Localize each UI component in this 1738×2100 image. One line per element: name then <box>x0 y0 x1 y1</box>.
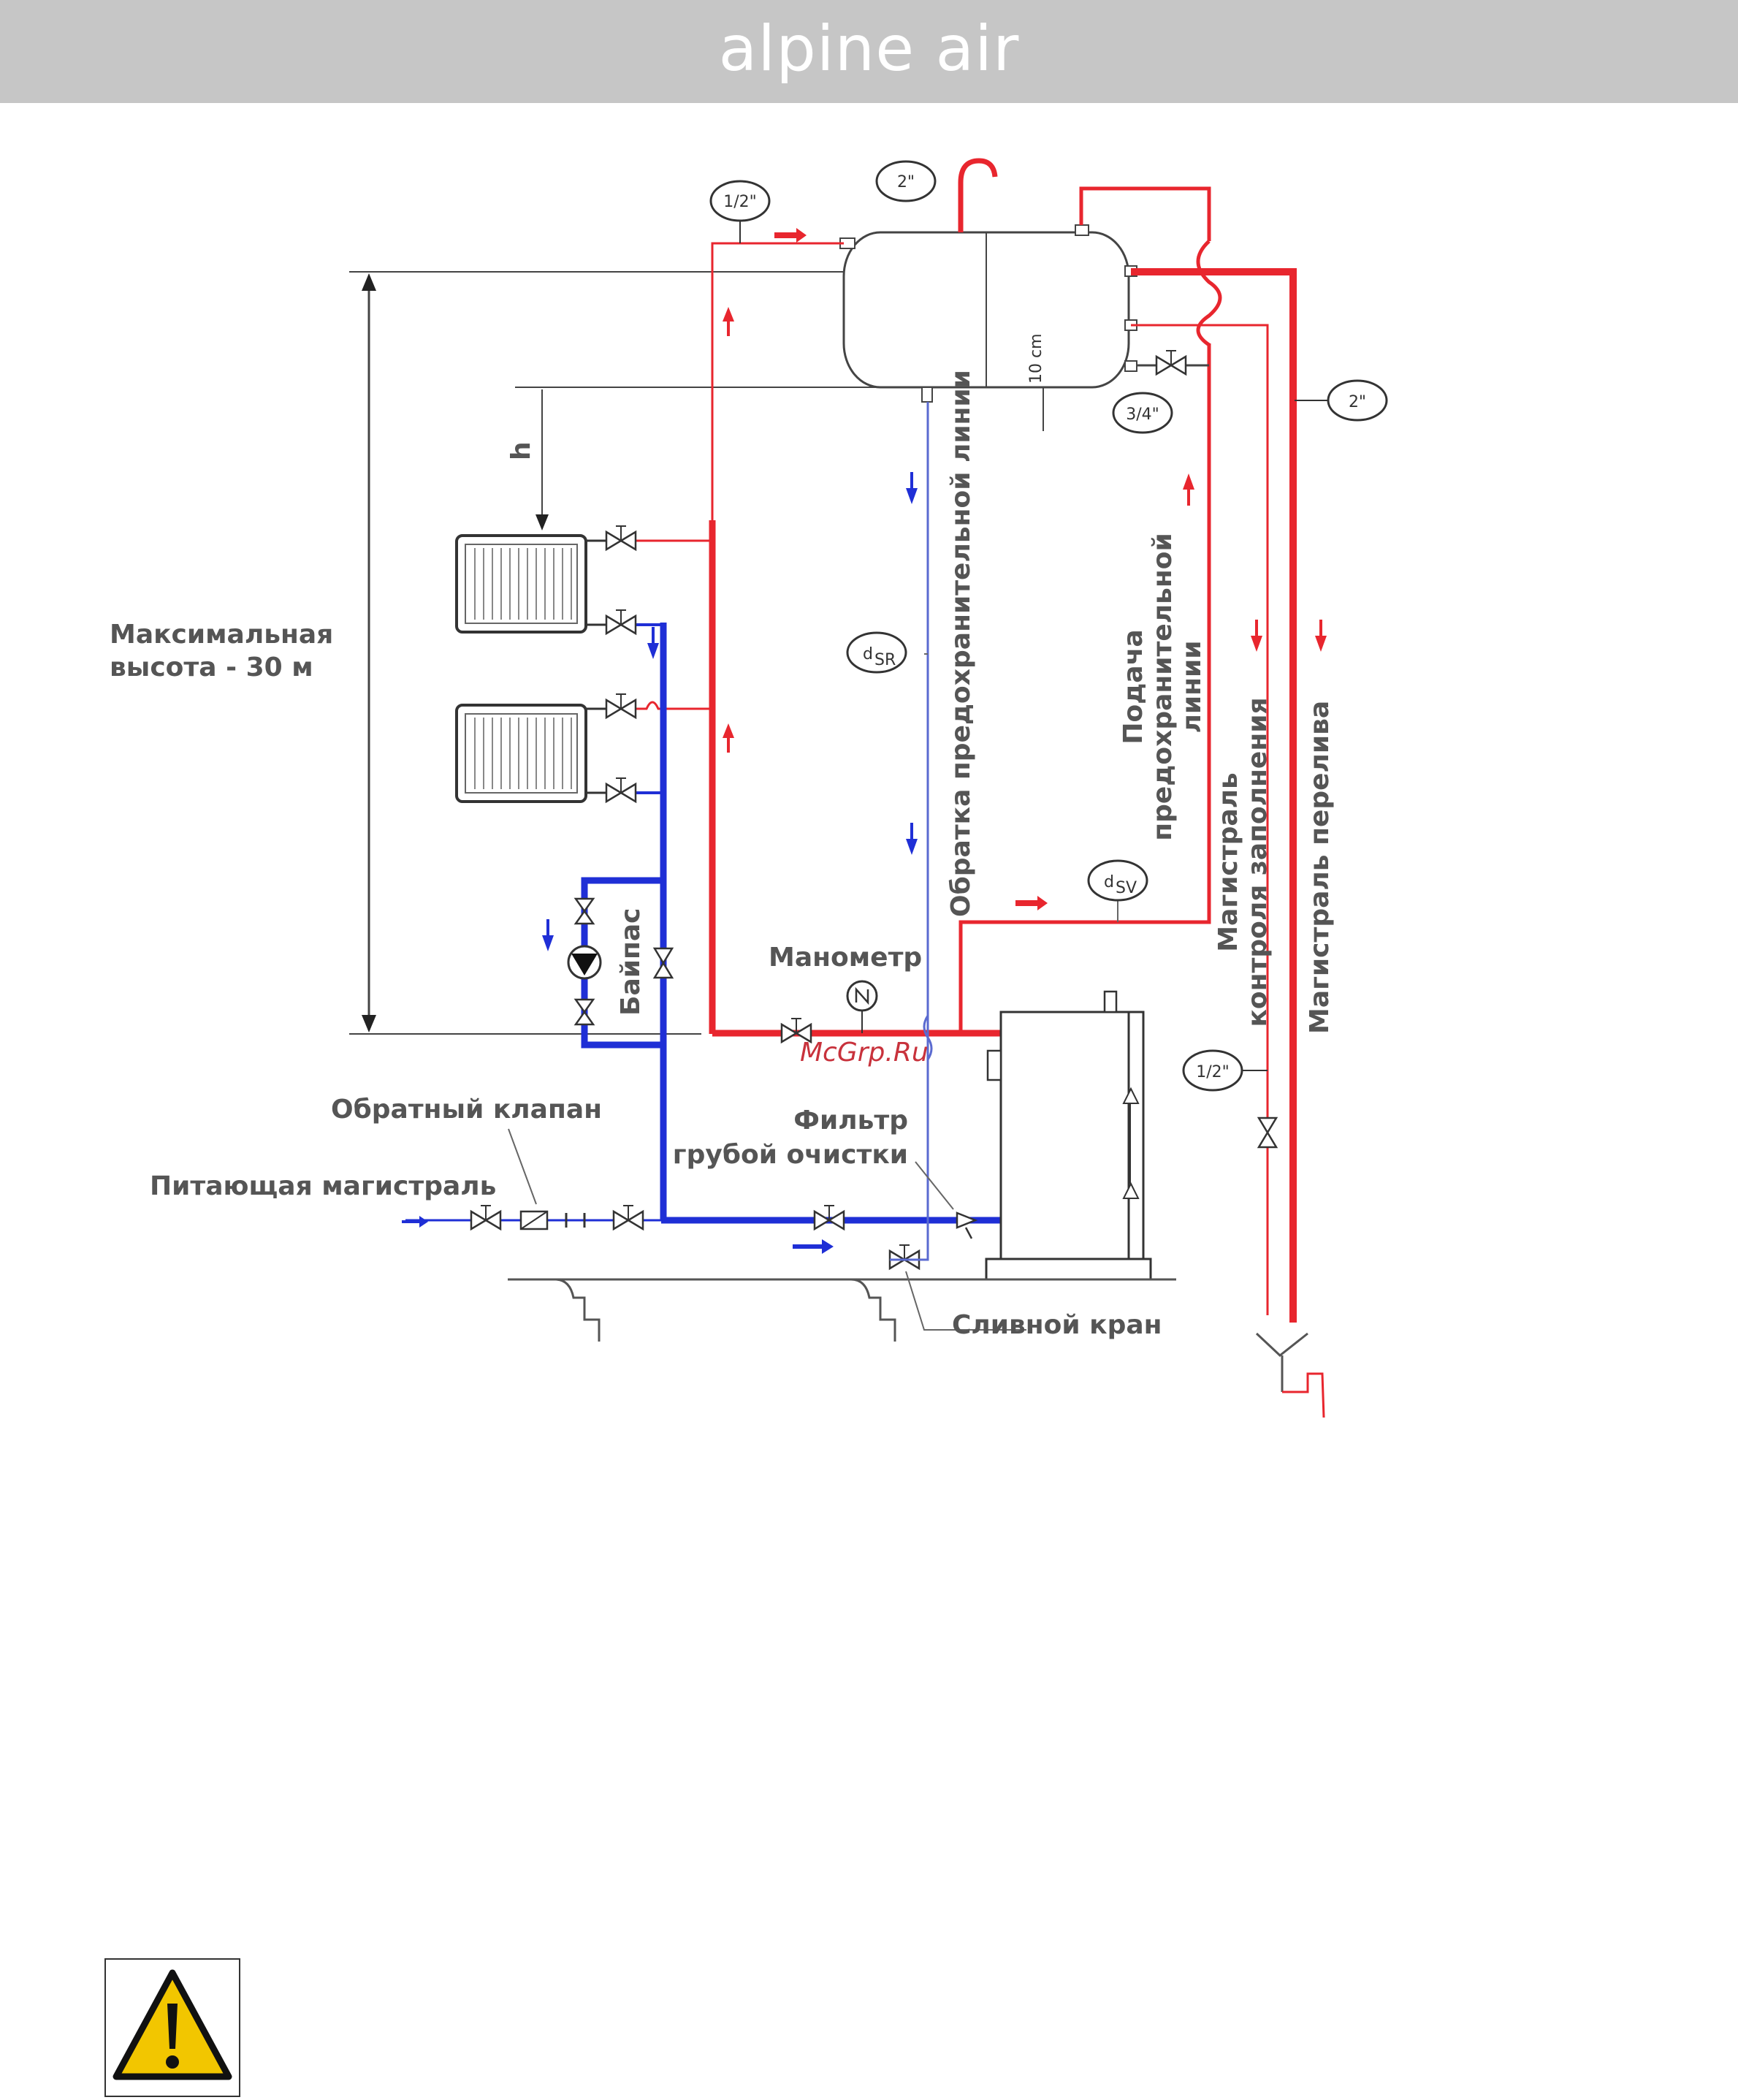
warning-box <box>104 1958 240 2097</box>
safety-return-line <box>924 402 931 1257</box>
diagram-labels: Максимальная высота - 30 м h Байпас Мано… <box>110 333 1335 1340</box>
check-valve <box>521 1211 547 1229</box>
label-fill-control-1: Магистраль <box>1213 772 1243 952</box>
valve-fill <box>1259 1118 1276 1147</box>
manometer <box>847 981 877 1033</box>
warning-triangle-icon <box>106 1960 239 2096</box>
label-drain-tap: Сливной кран <box>952 1310 1162 1340</box>
bubble-overflow-text: 2" <box>1349 393 1366 411</box>
dsv-label: d <box>1104 873 1114 891</box>
bubble-fill-text: 1/2" <box>1196 1063 1230 1081</box>
label-10cm: 10 cm <box>1027 333 1045 384</box>
valve-pump-bottom <box>576 1000 593 1024</box>
dsr-label: d <box>863 645 873 663</box>
label-overflow: Магистраль перелива <box>1305 701 1335 1034</box>
bubble-top-left-text: 1/2" <box>723 193 757 211</box>
label-filter-1: Фильтр <box>793 1106 908 1135</box>
label-check-valve: Обратный клапан <box>331 1095 602 1125</box>
coarse-filter <box>957 1213 975 1239</box>
dsv-sub: SV <box>1116 879 1137 897</box>
label-manometer: Манометр <box>769 943 922 973</box>
label-supply-main: Питающая магистраль <box>150 1171 496 1201</box>
label-fill-control-2: контроля заполнения <box>1243 697 1273 1027</box>
dsr-sub: SR <box>874 651 896 669</box>
label-safety-return: Обратка предохранительной линии <box>946 370 976 917</box>
bubble-top-vent-text: 2" <box>897 173 915 191</box>
label-bypass: Байпас <box>616 908 646 1016</box>
label-h: h <box>506 441 536 460</box>
label-safety-supply-1: Подача <box>1118 629 1148 744</box>
expansion-tank <box>840 225 1137 402</box>
watermark-text: McGrp.Ru <box>800 1038 929 1068</box>
bubble-tank-side-text: 3/4" <box>1126 406 1159 424</box>
label-safety-supply-3: линии <box>1177 641 1207 734</box>
label-filter-2: грубой очистки <box>673 1140 908 1170</box>
label-safety-supply-2: предохранительной <box>1148 533 1178 841</box>
valve-bypass <box>655 948 672 978</box>
label-max-height-1: Максимальная <box>110 620 333 650</box>
circulation-pump <box>568 946 601 978</box>
boiler <box>986 992 1151 1279</box>
valve-pump-top <box>576 899 593 924</box>
label-max-height-2: высота - 30 м <box>110 653 313 682</box>
